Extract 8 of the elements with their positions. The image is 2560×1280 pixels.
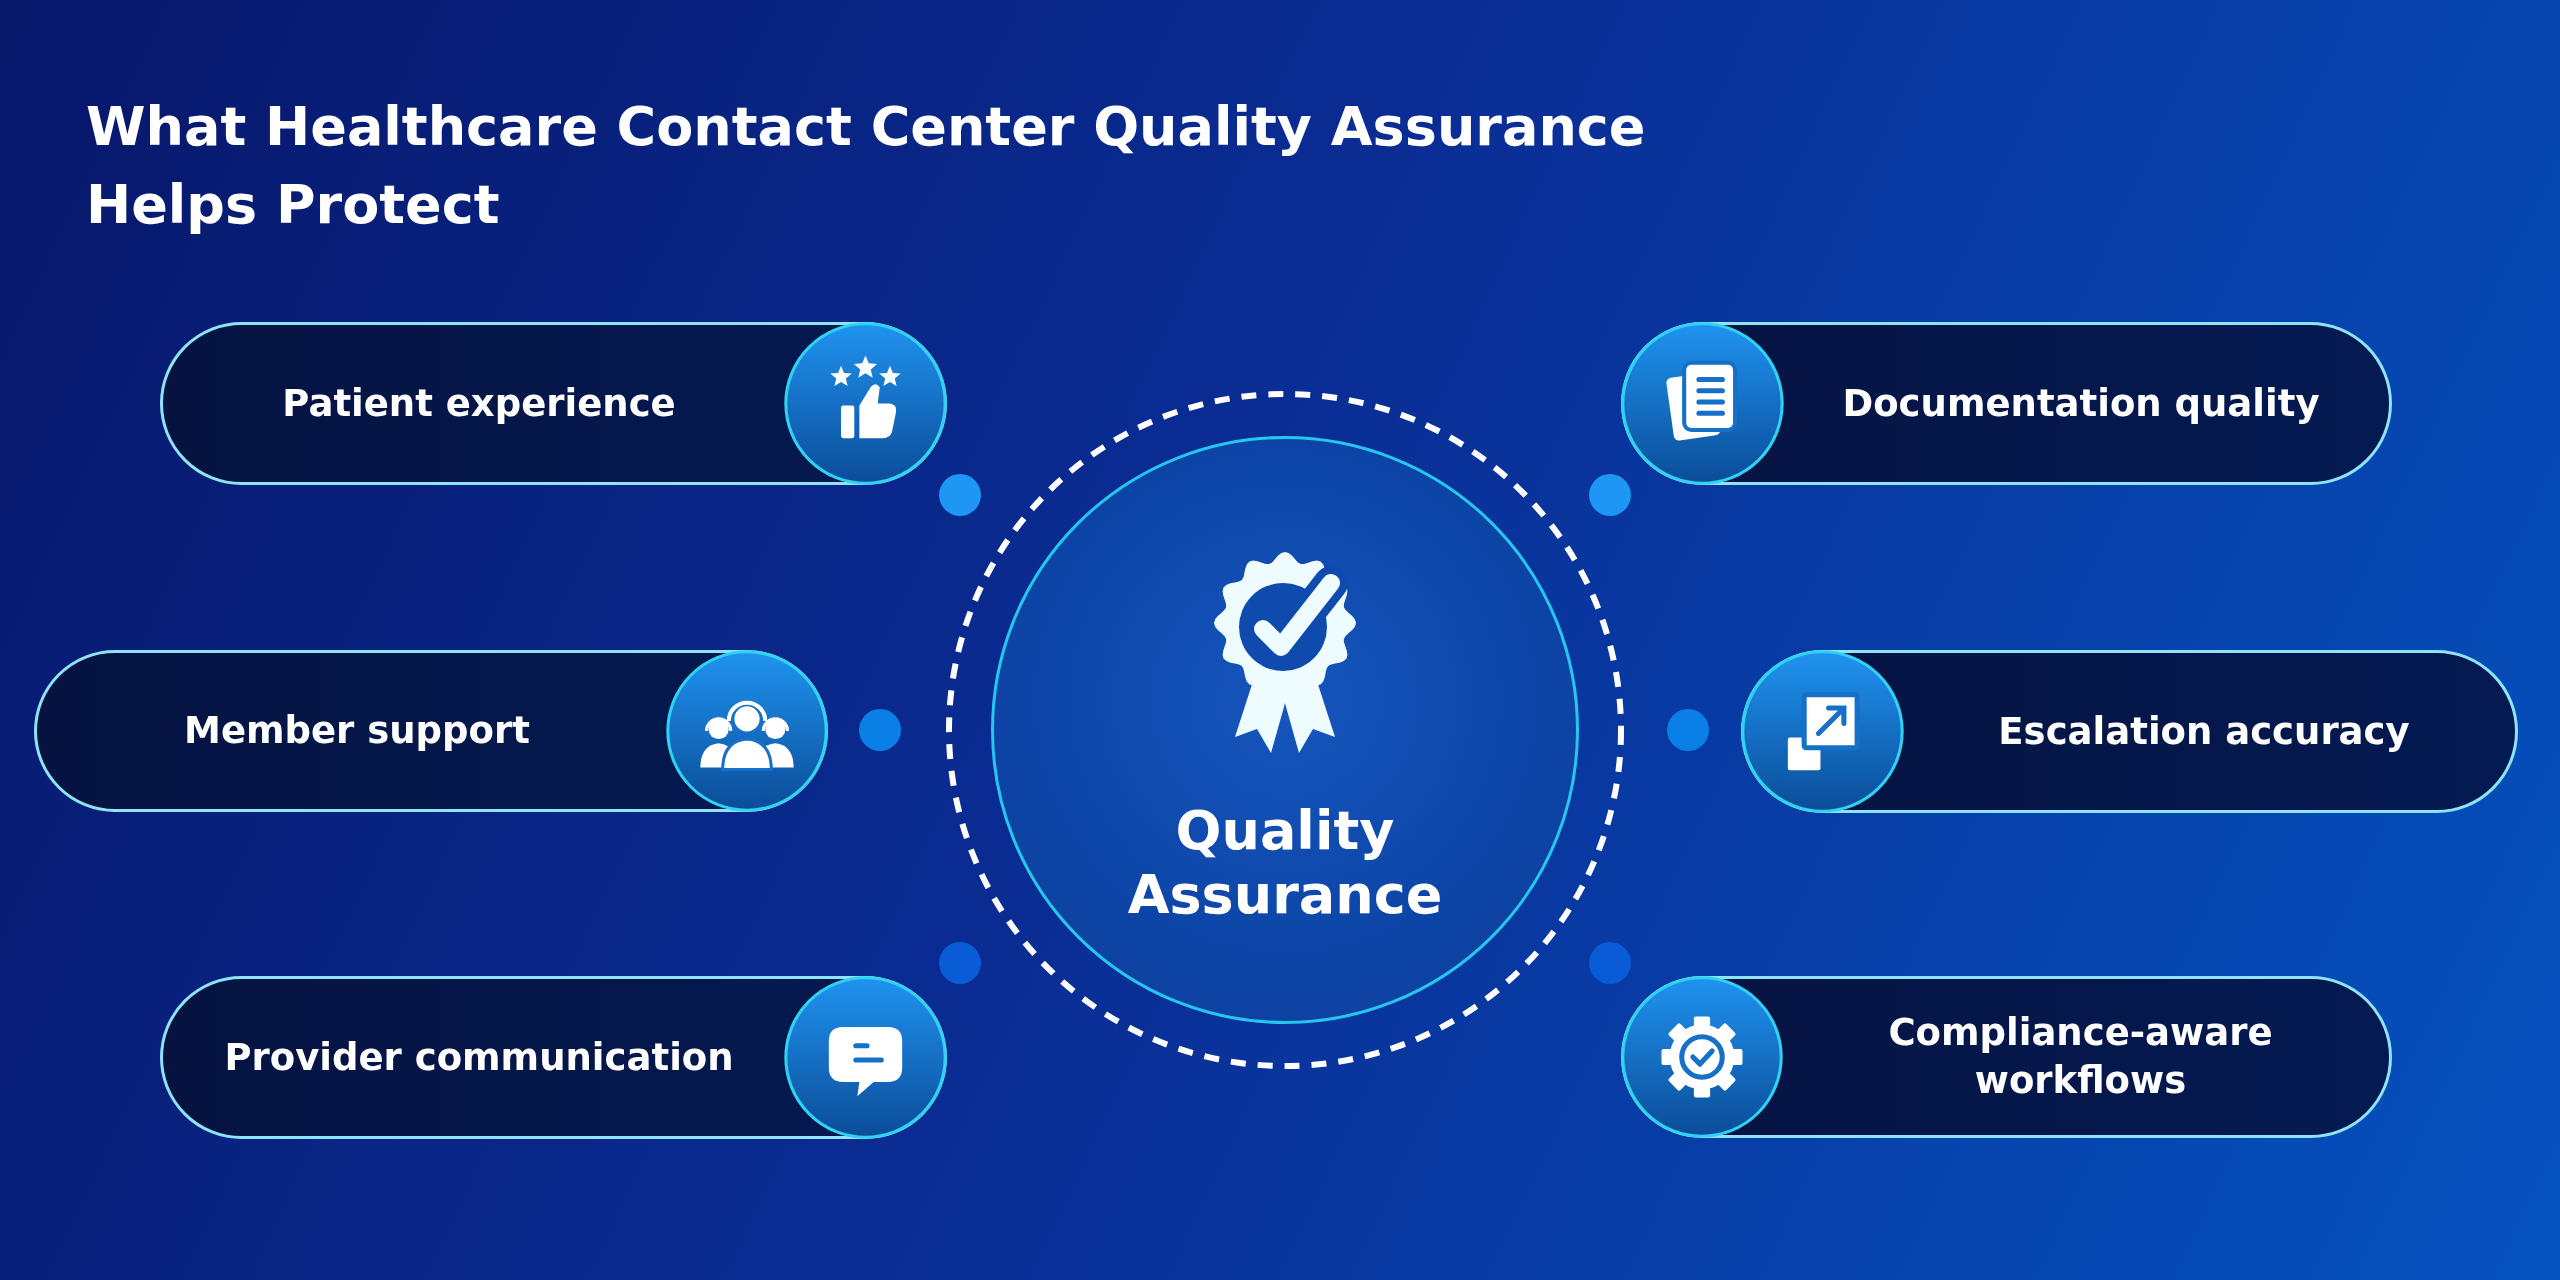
title: What Healthcare Contact Center Quality Assurance Helps Protect [86,94,1647,238]
center-label: Quality Assurance [1126,799,1444,927]
topic-label: Compliance-aware workflows [1887,1010,2274,1104]
topic-label: Provider communication [224,1034,734,1081]
topic-label: Escalation accuracy [1998,708,2410,755]
topic-label: Patient experience [282,380,676,427]
topic-label: Member support [184,708,530,754]
topic-label: Documentation quality [1842,380,2320,427]
